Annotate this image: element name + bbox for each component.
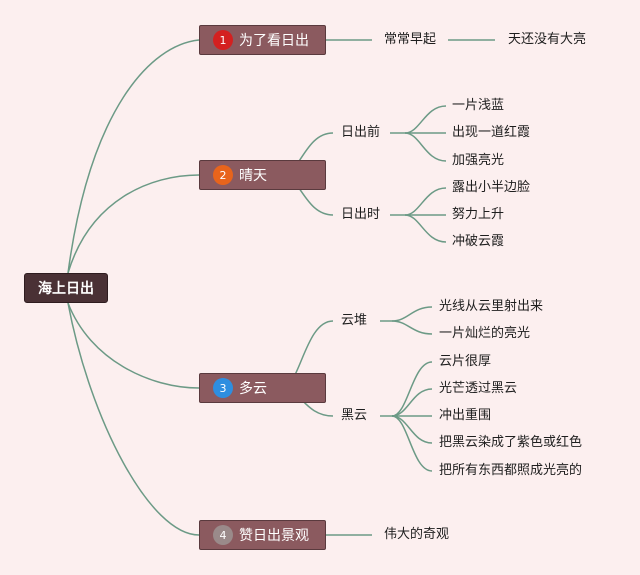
- branch-node-3[interactable]: 3 多云: [199, 373, 326, 403]
- subtopic-node[interactable]: 日出前: [341, 125, 381, 140]
- leaf-node[interactable]: 出现一道红霞: [452, 125, 531, 140]
- leaf-node[interactable]: 一片灿烂的亮光: [439, 326, 531, 341]
- number-badge: 4: [213, 525, 233, 545]
- leaf-node[interactable]: 把黑云染成了紫色或红色: [439, 435, 583, 450]
- number-badge: 3: [213, 378, 233, 398]
- leaf-node[interactable]: 伟大的奇观: [384, 527, 450, 542]
- leaf-node[interactable]: 加强亮光: [452, 153, 505, 168]
- subtopic-node[interactable]: 云堆: [341, 313, 368, 328]
- leaf-node[interactable]: 冲出重围: [439, 408, 492, 423]
- branch-label: 赞日出景观: [239, 528, 309, 544]
- number-badge: 1: [213, 30, 233, 50]
- leaf-node[interactable]: 把所有东西都照成光亮的: [439, 463, 583, 478]
- branch-label: 晴天: [239, 168, 267, 184]
- subtopic-node[interactable]: 日出时: [341, 207, 381, 222]
- leaf-node[interactable]: 努力上升: [452, 207, 505, 222]
- leaf-node[interactable]: 露出小半边脸: [452, 180, 531, 195]
- leaf-node[interactable]: 冲破云霞: [452, 234, 505, 249]
- number-badge: 2: [213, 165, 233, 185]
- branch-node-4[interactable]: 4 赞日出景观: [199, 520, 326, 550]
- leaf-node[interactable]: 天还没有大亮: [508, 32, 587, 47]
- root-node[interactable]: 海上日出: [24, 273, 108, 303]
- branch-node-2[interactable]: 2 晴天: [199, 160, 326, 190]
- branch-node-1[interactable]: 1 为了看日出: [199, 25, 326, 55]
- leaf-node[interactable]: 光芒透过黑云: [439, 381, 518, 396]
- leaf-node[interactable]: 云片很厚: [439, 354, 492, 369]
- subtopic-node[interactable]: 黑云: [341, 408, 368, 423]
- subtopic-node[interactable]: 常常早起: [384, 32, 437, 47]
- leaf-node[interactable]: 一片浅蓝: [452, 98, 505, 113]
- branch-label: 多云: [239, 381, 267, 397]
- branch-label: 为了看日出: [239, 33, 309, 49]
- leaf-node[interactable]: 光线从云里射出来: [439, 299, 544, 314]
